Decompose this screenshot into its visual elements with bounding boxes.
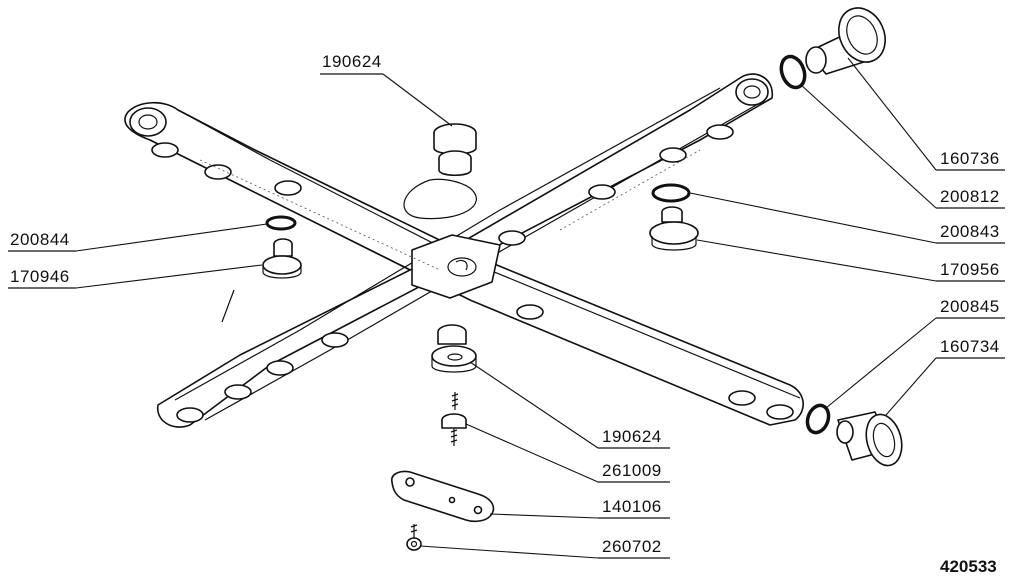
callout-label: 200845 — [940, 297, 1000, 316]
callout-200812: 200812 — [936, 187, 1005, 209]
oring-200812 — [779, 54, 807, 90]
callout-label: 261009 — [602, 461, 662, 480]
callout-261009: 261009 — [598, 461, 670, 483]
callout-200844: 200844 — [8, 230, 76, 252]
callout-label: 190624 — [602, 427, 662, 446]
callout-140106: 140106 — [598, 497, 670, 519]
bearing-top — [433, 123, 477, 177]
surface-mark — [221, 289, 235, 323]
callout-label: 170956 — [940, 260, 1000, 279]
oring-200844 — [265, 215, 297, 231]
leader-lines — [75, 57, 937, 559]
callout-160736: 160736 — [936, 149, 1005, 171]
plate-140106 — [390, 470, 495, 523]
callout-170946: 170946 — [8, 267, 76, 289]
callout-200845: 200845 — [936, 297, 1005, 319]
end-cap-160736 — [805, 7, 886, 75]
bearing-bottom — [431, 324, 477, 373]
callout-label: 160734 — [940, 337, 1000, 356]
callout-190624-top: 190624 — [320, 52, 383, 75]
knurled-plug-170956 — [649, 206, 699, 251]
spray-arm-hub — [411, 234, 501, 299]
callout-160734: 160734 — [936, 337, 1005, 359]
figure-number: 420533 — [940, 557, 997, 576]
knurled-plug-170946 — [262, 238, 302, 279]
callout-label: 200843 — [940, 222, 1000, 241]
callout-label: 260702 — [602, 537, 662, 556]
callout-label: 170946 — [10, 267, 70, 286]
spray-arm-assembly — [124, 73, 804, 428]
callout-170956: 170956 — [936, 260, 1005, 282]
end-cap-160734 — [836, 411, 903, 467]
callout-label: 160736 — [940, 149, 1000, 168]
callout-260702: 260702 — [598, 537, 670, 559]
oring-200843 — [651, 183, 691, 203]
callout-200843: 200843 — [936, 222, 1005, 244]
screw-261009 — [441, 392, 467, 446]
oring-200845 — [805, 403, 831, 435]
screw-260702 — [406, 524, 422, 551]
callout-label: 200812 — [940, 187, 1000, 206]
nozzle-bosses — [151, 124, 794, 423]
callout-label: 200844 — [10, 230, 70, 249]
callout-190624-bottom: 190624 — [598, 427, 670, 449]
callout-label: 140106 — [602, 497, 662, 516]
callout-label: 190624 — [322, 52, 382, 71]
